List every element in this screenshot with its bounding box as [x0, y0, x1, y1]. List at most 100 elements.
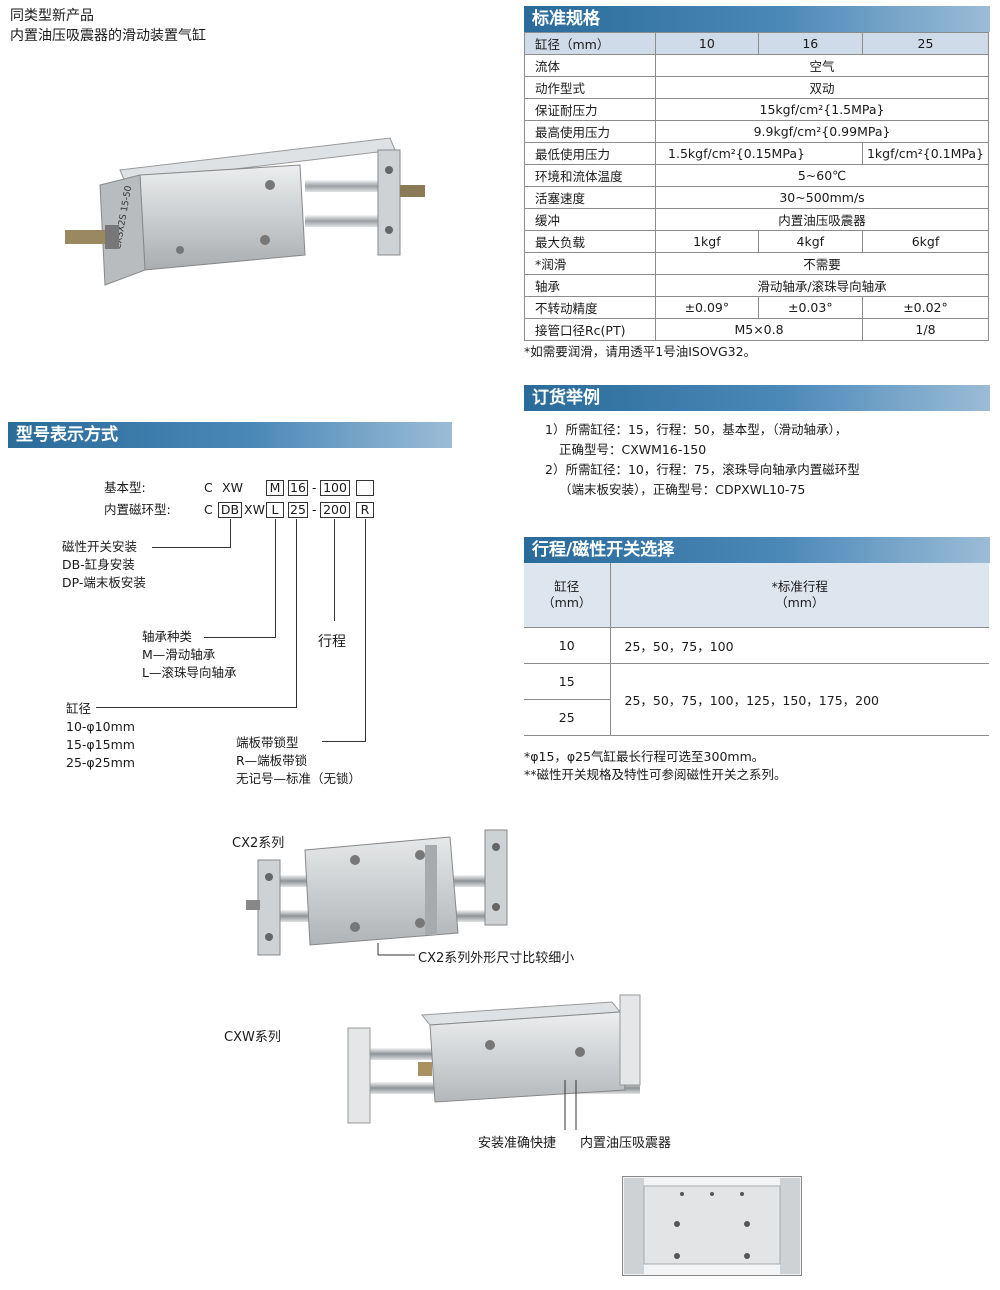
- stroke-col-stroke: *标准行程 （mm）: [610, 563, 989, 628]
- basic-empty-box: [356, 480, 374, 496]
- stroke-col-bore: 缸径 （mm）: [524, 563, 611, 628]
- basic-c: C: [204, 480, 213, 495]
- order-line-2: 正确型号：CXWM16-150: [559, 442, 707, 457]
- cx2-caption: CX2系列外形尺寸比较细小: [418, 951, 575, 966]
- table-row: 环境和流体温度 5~60℃: [523, 164, 989, 187]
- spec-value: 1/8: [861, 318, 990, 341]
- cxw-caption-1: 安装准确快捷: [478, 1136, 557, 1151]
- stroke-bore: 10: [524, 627, 611, 664]
- bore-title: 缸径: [66, 701, 92, 716]
- spec-value: M5×0.8: [655, 318, 863, 341]
- bearing-title: 轴承种类: [142, 629, 193, 644]
- table-row: 15 25，50，75，100，125，150，175，200: [524, 663, 989, 736]
- lock-desc: 端板带锁型 R—端板带锁 无记号—标准（无锁）: [236, 734, 361, 788]
- spec-value: ±0.09°: [655, 296, 759, 319]
- switch-dp: DP-端末板安装: [62, 575, 146, 590]
- order-line-3: 2）所需缸径：10，行程：75，滚珠导向轴承内置磁环型: [545, 462, 860, 477]
- connector-line: [334, 519, 335, 621]
- connector-line: [230, 519, 231, 547]
- spec-label: 最大负载: [523, 230, 657, 253]
- stroke-note-2: **磁性开关规格及特性可参阅磁性开关之系列。: [524, 767, 787, 782]
- mag-label: 内置磁环型:: [104, 502, 171, 517]
- bore-25: 25-φ25mm: [66, 755, 135, 770]
- table-row: 缓冲 内置油压吸震器: [523, 208, 989, 231]
- stroke-note-1: *φ15，φ25气缸最长行程可选至300mm。: [524, 749, 765, 764]
- connector-line: [296, 519, 297, 707]
- spec-note: *如需要润滑，请用透平1号油ISOVG32。: [524, 344, 757, 359]
- order-text: 1）所需缸径：15，行程：50，基本型，（滑动轴承）， 正确型号：CXWM16-…: [545, 420, 860, 500]
- switch-desc: 磁性开关安装 DB-缸身安装 DP-端末板安装: [62, 538, 146, 592]
- bore-10: 10-φ10mm: [66, 719, 135, 734]
- cx2-photo: [246, 829, 508, 956]
- spec-value: 1kgf/cm²{0.1MPa}: [861, 142, 990, 165]
- table-row: 最大负载 1kgf 4kgf 6kgf: [523, 230, 990, 253]
- table-row: *润滑 不需要: [523, 252, 989, 275]
- cxw-title: CXW系列: [224, 1030, 281, 1045]
- stroke-values: 25，50，75，100: [610, 627, 989, 664]
- model-code-diagram: 基本型: C XW M 16 - 100 内置磁环型: C DB XW L 25…: [62, 476, 462, 796]
- spec-value: 1.5kgf/cm²{0.15MPa}: [655, 142, 863, 165]
- cx2-title: CX2系列: [232, 836, 285, 851]
- stroke-title: 行程: [318, 634, 346, 650]
- spec-header: 标准规格: [524, 6, 990, 32]
- mag-l-box: L: [266, 502, 284, 518]
- stroke-header: 行程/磁性开关选择: [524, 537, 990, 563]
- spec-value: 15kgf/cm²{1.5MPa}: [655, 98, 989, 121]
- table-row: 保证耐压力 15kgf/cm²{1.5MPa}: [523, 98, 989, 121]
- spec-label: 缓冲: [523, 208, 657, 231]
- stroke-bore: 25: [524, 699, 611, 736]
- spec-label: *润滑: [523, 252, 657, 275]
- spec-label: 轴承: [523, 274, 657, 297]
- table-row: 25: [524, 699, 989, 736]
- basic-100-box: 100: [320, 480, 350, 496]
- spec-value: 双动: [655, 76, 989, 99]
- spec-value: 空气: [655, 54, 989, 77]
- intro-line-2: 内置油压吸震器的滑动装置气缸: [10, 28, 206, 44]
- table-row: 活塞速度 30~500mm/s: [523, 186, 989, 209]
- bearing-m: M—滑动轴承: [142, 647, 216, 662]
- spec-label: 不转动精度: [523, 296, 657, 319]
- mag-25-box: 25: [288, 502, 308, 518]
- cxw-caption-2: 内置油压吸震器: [580, 1136, 672, 1151]
- switch-db: DB-缸身安装: [62, 557, 135, 572]
- basic-dash: -: [312, 480, 317, 495]
- spec-table: 缸径（mm） 10 16 25 流体 空气 动作型式 双动 保证耐压力 15kg…: [523, 32, 990, 341]
- lock-none: 无记号—标准（无锁）: [236, 771, 362, 786]
- order-line-1: 1）所需缸径：15，行程：50，基本型，（滑动轴承），: [545, 422, 848, 437]
- spec-label: 活塞速度: [523, 186, 657, 209]
- spec-value: 9.9kgf/cm²{0.99MPa}: [655, 120, 989, 143]
- spec-value: ±0.03°: [757, 296, 863, 319]
- spec-value: 不需要: [655, 252, 989, 275]
- table-row: 流体 空气: [523, 54, 989, 77]
- mag-dash: -: [312, 502, 317, 517]
- cxw-photo: [347, 994, 641, 1130]
- spec-label: 最高使用压力: [523, 120, 657, 143]
- spec-value: 6kgf: [861, 230, 990, 253]
- connector-line: [322, 741, 366, 742]
- table-row: 10 25，50，75，100: [524, 627, 989, 664]
- spec-value: 5~60℃: [655, 164, 989, 187]
- table-row: 最高使用压力 9.9kgf/cm²{0.99MPa}: [523, 120, 989, 143]
- basic-m-box: M: [266, 480, 284, 496]
- order-line-4: （端末板安装），正确型号：CDPXWL10-75: [559, 482, 806, 497]
- switch-title: 磁性开关安装: [62, 539, 138, 554]
- mag-200-box: 200: [320, 502, 350, 518]
- mag-db-box: DB: [218, 502, 242, 518]
- stroke-col-bore-unit: （mm）: [542, 594, 592, 610]
- table-row: 缸径 （mm） *标准行程 （mm）: [524, 563, 989, 628]
- stroke-notes: *φ15，φ25气缸最长行程可选至300mm。 **磁性开关规格及特性可参阅磁性…: [524, 748, 787, 784]
- product-photo-main: CXSX2S 15-50: [65, 137, 425, 286]
- intro-text: 同类型新产品 内置油压吸震器的滑动装置气缸: [10, 6, 206, 46]
- connector-line: [152, 547, 231, 548]
- spec-value: 16: [757, 32, 863, 55]
- stroke-col-stroke-unit: （mm）: [775, 594, 825, 610]
- spec-label: 环境和流体温度: [523, 164, 657, 187]
- lock-r: R—端板带锁: [236, 753, 308, 768]
- bearing-desc: 轴承种类 M—滑动轴承 L—滚珠导向轴承: [142, 628, 236, 682]
- bore-15: 15-φ15mm: [66, 737, 135, 752]
- mag-r-box: R: [356, 502, 374, 518]
- table-row: 最低使用压力 1.5kgf/cm²{0.15MPa} 1kgf/cm²{0.1M…: [523, 142, 990, 165]
- spec-value: 25: [861, 32, 990, 55]
- table-row: 接管口径Rc(PT) M5×0.8 1/8: [523, 318, 990, 341]
- spec-label: 缸径（mm）: [523, 32, 657, 55]
